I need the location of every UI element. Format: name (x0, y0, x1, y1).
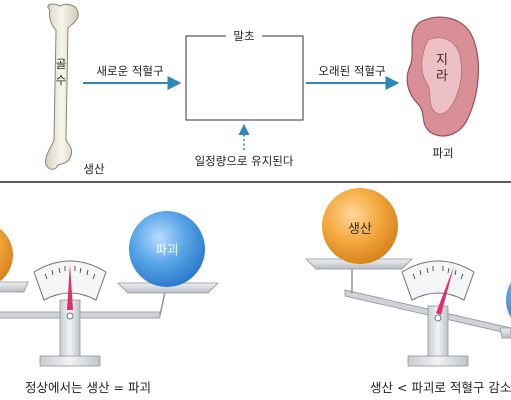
destruction-ball-a (129, 211, 205, 287)
base-a (39, 355, 101, 367)
balanced-scale (0, 211, 219, 367)
spleen-label-char-1: 지 (436, 53, 448, 68)
bone-label-char-2: 수 (56, 73, 67, 87)
pivot-a (66, 312, 74, 320)
pivot-b (434, 314, 442, 322)
production-ball-left (0, 228, 13, 282)
peripheral-label-bg (226, 28, 262, 42)
needle-b (436, 266, 454, 315)
steady-label: 일정량으로 유지된다 (195, 154, 294, 168)
tilted-scale (305, 188, 511, 367)
balanced-caption: 정상에서는 생산 = 파괴 (25, 380, 151, 395)
beam-arm-a (159, 291, 166, 316)
spleen-label-char-2: 라 (436, 69, 448, 84)
destruction-ball-label-a: 파괴 (155, 242, 178, 257)
destruction-ball-b (506, 282, 511, 318)
peripheral-box (185, 35, 304, 121)
peripheral-label: 말초 (233, 29, 254, 43)
spleen-illustration (406, 16, 479, 137)
production-ball-label-b: 생산 (348, 222, 372, 237)
tilted-caption: 생산 < 파괴로 적혈구 감소 (370, 380, 511, 395)
gauge-b (401, 260, 475, 301)
needle-a (67, 264, 73, 310)
bone-label-char-1: 골 (56, 57, 67, 71)
production-ball-b (322, 188, 398, 264)
left-pan-a (0, 281, 29, 293)
base-b (407, 355, 469, 367)
bone-illustration (45, 3, 79, 170)
old-rbc-label: 오래된 적혈구 (318, 64, 385, 78)
new-rbc-label: 새로운 적혈구 (96, 64, 163, 78)
right-pan-b (499, 327, 511, 339)
destruction-label: 파괴 (432, 146, 453, 160)
production-label: 생산 (83, 162, 105, 176)
right-pan-a (117, 282, 219, 294)
